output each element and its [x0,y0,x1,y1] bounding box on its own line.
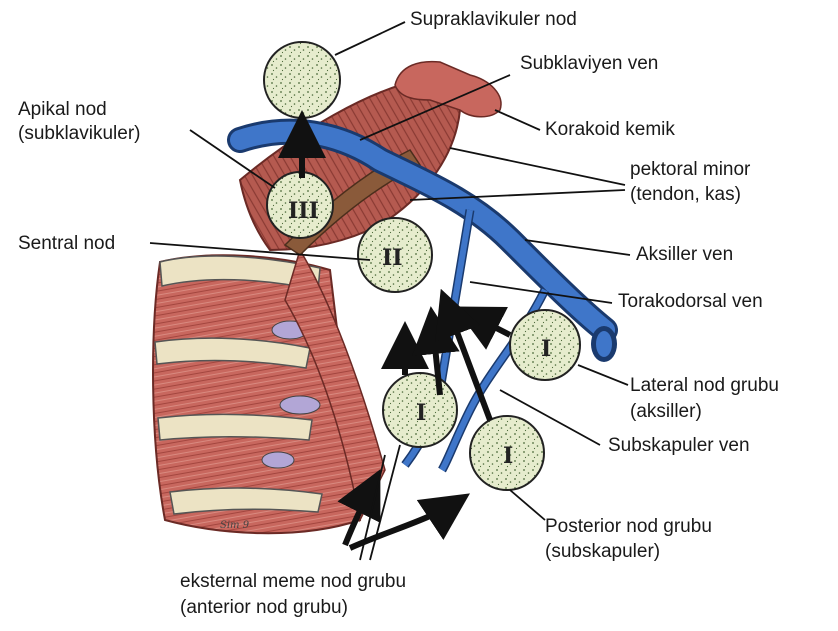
label-eksternal-sub: (anterior nod grubu) [180,596,348,619]
label-supraklavikuler-nod: Supraklavikuler nod [410,8,577,31]
label-eksternal-meme: eksternal meme nod grubu [180,570,406,593]
label-subskapuler-ven: Subskapuler ven [608,434,750,457]
node-posterior-label: I [503,443,513,469]
label-apikal-nod: Apikal nod [18,98,107,121]
label-subklaviyen-ven: Subklaviyen ven [520,52,658,75]
node-apical: III [267,172,333,238]
arrow-lateral-to-central [465,312,510,335]
node-anterior-label: I [416,400,426,426]
label-torakodorsal-ven: Torakodorsal ven [618,290,763,313]
label-posterior-nod-grubu: Posterior nod grubu [545,515,712,538]
label-pektoral-sub: (tendon, kas) [630,183,741,206]
label-apikal-sub: (subklavikuler) [18,122,140,145]
node-supraclavicular [264,42,340,118]
label-pektoral-minor: pektoral minor [630,158,750,181]
rib-3 [158,414,312,440]
leader-pektoral-1 [450,148,625,185]
leader-lateral [578,365,628,385]
leader-posterior [510,490,545,520]
node-lateral-label: I [541,336,551,362]
node-posterior: I [470,416,544,490]
leader-supraclavicular [335,22,405,55]
node-apical-label: III [288,198,319,224]
label-sentral-nod: Sentral nod [18,232,115,255]
node-central-label: II [382,245,403,271]
node-anterior: I [383,373,457,447]
node-central: II [358,218,432,292]
leader-coracoid [495,110,540,130]
label-aksiller-ven: Aksiller ven [636,243,733,266]
label-lateral-nod-grubu: Lateral nod grubu [630,374,779,397]
artist-signature: Sim 9 [220,520,250,531]
label-korakoid-kemik: Korakoid kemik [545,118,675,141]
label-posterior-sub: (subskapuler) [545,540,660,563]
node-lateral: I [510,310,580,380]
label-lateral-sub: (aksiller) [630,400,702,423]
